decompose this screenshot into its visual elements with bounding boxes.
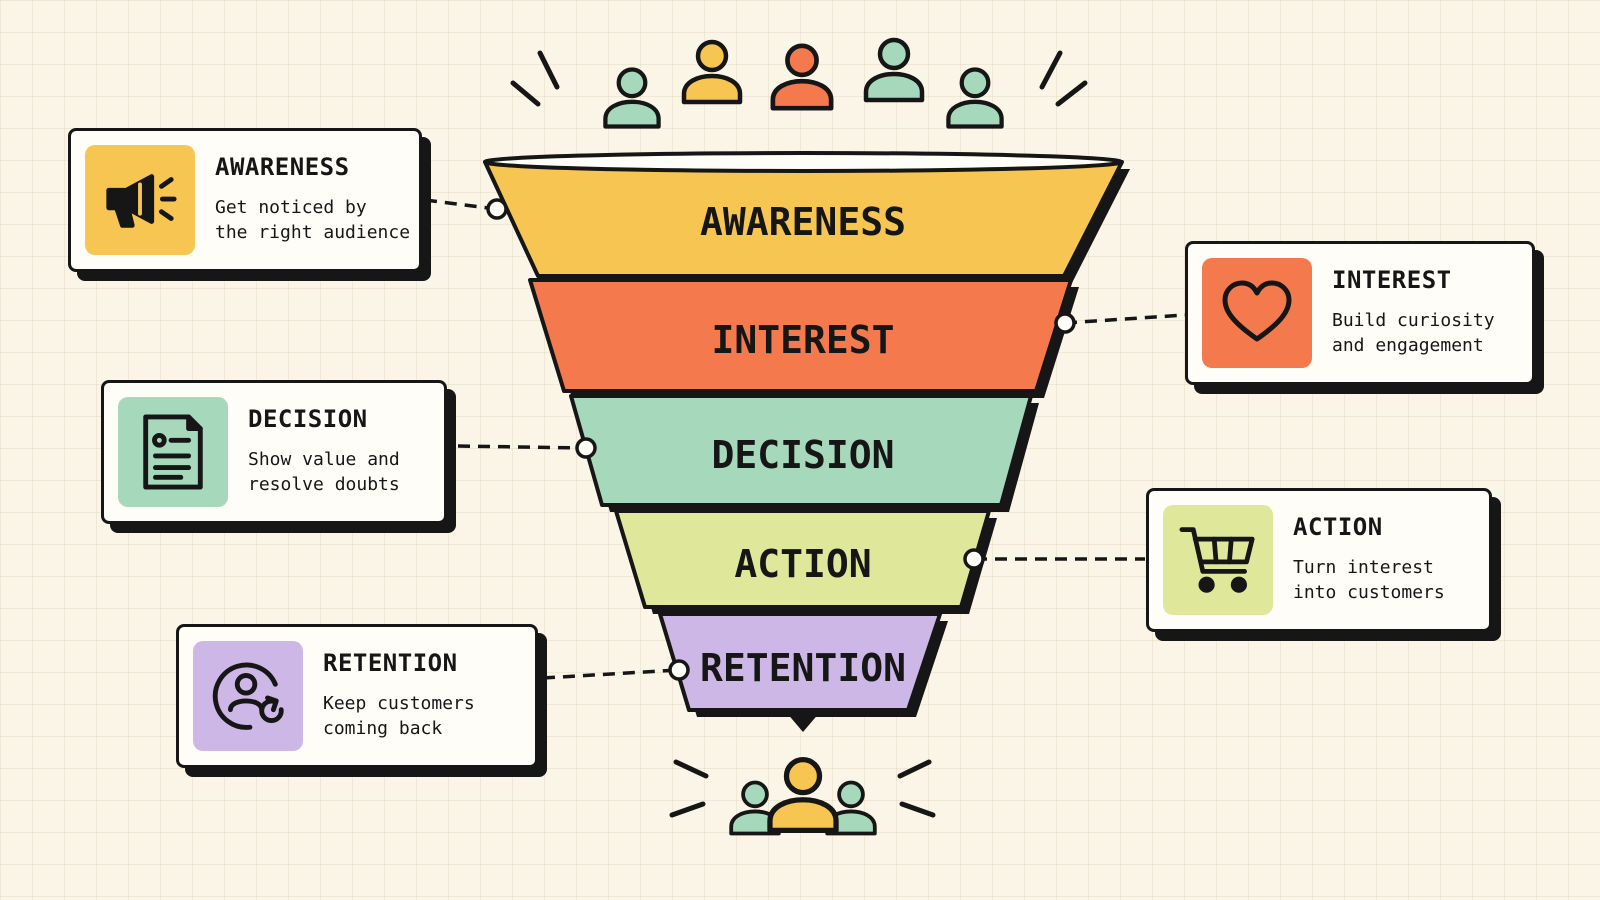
person-body [863,71,925,103]
card-description-line: into customers [1293,582,1445,603]
funnel-rim [483,151,1123,173]
person-icon [603,67,661,129]
card-description-line: and engagement [1332,335,1484,356]
funnel-stage-decision [569,394,1033,507]
person-icon [770,43,834,111]
funnel-stage-action [614,509,991,609]
person-head [959,67,991,99]
card-description-action: Turn interest into customers [1293,555,1445,605]
person-body [681,73,743,105]
icon-tile-awareness [85,145,195,255]
card-action: ACTION Turn interest into customers [1146,488,1492,632]
heart-icon [1222,280,1292,342]
sparkle-line [669,801,706,818]
card-awareness: AWARENESS Get noticed by the right audie… [68,128,422,272]
stage-label-retention: RETENTION [700,646,906,690]
connector-dot [1054,312,1076,334]
card-description-line: Keep customers [323,693,475,714]
card-decision: DECISION Show value and resolve doubts [101,380,447,524]
connectors [424,198,1186,680]
person-body [946,99,1004,129]
person-head [616,67,648,99]
icon-tile-interest [1202,258,1312,368]
sparkle-line [537,50,560,90]
sparkle-line [510,80,541,107]
person-icon [946,67,1004,129]
sparkle-line [897,759,932,779]
person-body [603,99,661,129]
card-description-retention: Keep customers coming back [323,691,475,741]
person-head [783,756,823,796]
sparkle-line [1039,50,1063,90]
stage-label-interest: INTEREST [711,318,894,362]
sparkle-line [673,759,709,779]
stage-label-decision: DECISION [711,433,894,477]
connector-dot [668,659,690,681]
connector-interest [1064,313,1186,325]
icon-tile-decision [118,397,228,507]
card-title-decision: DECISION [248,405,368,433]
stage-label-awareness: AWARENESS [700,200,906,244]
card-interest: INTEREST Build curiosity and engagement [1185,241,1535,385]
card-title-awareness: AWARENESS [215,153,350,181]
connector-awareness [424,198,497,211]
person-icon [681,39,743,105]
card-description-interest: Build curiosity and engagement [1332,308,1495,358]
megaphone-icon [106,174,177,228]
bottom-crowd [669,759,936,818]
connector-decision [457,444,585,450]
sparkle-line [1055,80,1088,107]
funnel-stage-interest [528,278,1073,393]
card-description-decision: Show value and resolve doubts [248,447,400,497]
stage-label-action: ACTION [734,542,871,586]
person-icon [767,756,839,834]
card-description-line: Show value and [248,449,400,470]
card-description-line: Build curiosity [1332,310,1495,331]
card-retention: RETENTION Keep customers coming back [176,624,538,768]
card-description-awareness: Get noticed by the right audience [215,195,410,245]
person-head [877,37,911,71]
connector-dot [963,548,985,570]
person-body [770,78,834,111]
shopping-cart-icon [1179,527,1255,593]
person-head [741,780,769,809]
card-description-line: Turn interest [1293,557,1434,578]
card-title-retention: RETENTION [323,649,458,677]
person-head [837,780,865,809]
top-crowd [510,50,1088,107]
returning-user-icon [212,662,284,730]
person-icon [863,37,925,103]
person-body [767,797,839,834]
card-description-line: Get noticed by [215,197,367,218]
icon-tile-action [1163,505,1273,615]
card-description-line: the right audience [215,222,411,243]
connector-dot [575,437,597,459]
sparkle-line [899,801,936,818]
connector-dot [486,198,508,220]
connector-retention [542,668,679,680]
card-title-interest: INTEREST [1332,266,1452,294]
card-description-line: resolve doubts [248,474,400,495]
card-description-line: coming back [323,718,443,739]
document-icon [143,414,203,490]
person-head [695,39,729,73]
person-icon [729,780,781,836]
funnel-spout [786,712,820,732]
icon-tile-retention [193,641,303,751]
person-head [785,43,819,78]
card-title-action: ACTION [1293,513,1383,541]
